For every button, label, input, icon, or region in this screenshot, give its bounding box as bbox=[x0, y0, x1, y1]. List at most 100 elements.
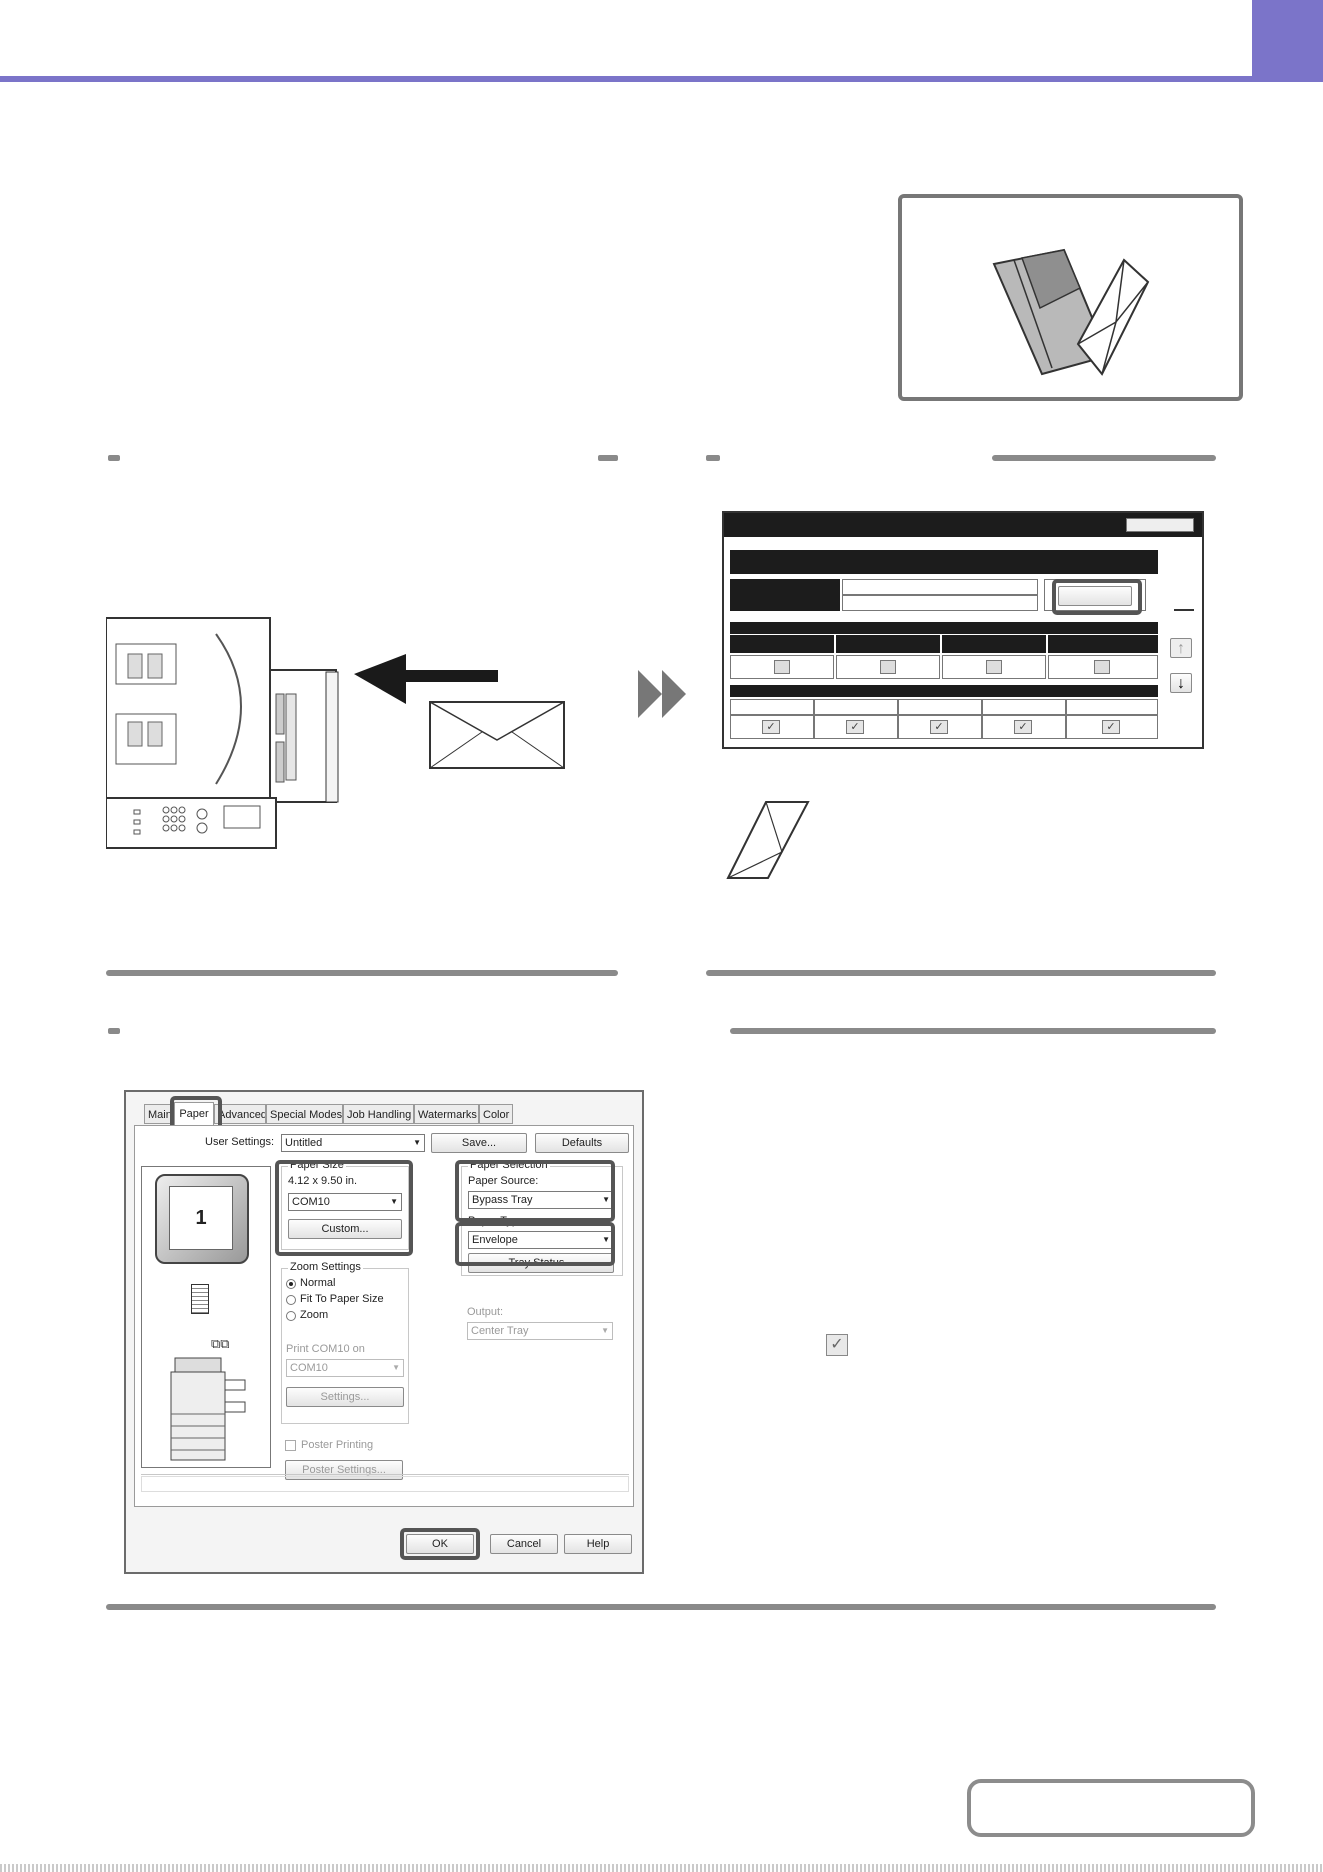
collate-icon: ⧉⧉ bbox=[211, 1336, 230, 1351]
page-preview: 1 bbox=[155, 1174, 249, 1264]
section-marker bbox=[108, 455, 120, 461]
poster-printing-label: Poster Printing bbox=[301, 1439, 374, 1451]
checkmark-icon[interactable]: ✓ bbox=[762, 720, 780, 734]
touch-panel-screen: ↑ ↓ ✓ ✓ ✓ ✓ ✓ bbox=[722, 511, 1204, 749]
panel-row-cell bbox=[982, 699, 1066, 715]
zoom-settings-title: Zoom Settings bbox=[288, 1261, 363, 1273]
ok-button-highlight bbox=[400, 1528, 480, 1560]
panel-row-cell bbox=[730, 699, 814, 715]
panel-checkbox[interactable] bbox=[1094, 660, 1110, 674]
tab-color[interactable]: Color bbox=[479, 1104, 513, 1124]
paper-type-select[interactable]: Envelope bbox=[468, 1231, 614, 1249]
panel-value-cell bbox=[842, 595, 1038, 611]
page-preview-sheet: 1 bbox=[169, 1186, 233, 1250]
tab-advanced[interactable]: Advanced bbox=[214, 1104, 266, 1124]
paper-source-select[interactable]: Bypass Tray bbox=[468, 1191, 614, 1209]
arrow-left-icon bbox=[106, 614, 107, 615]
checkmark-icon[interactable]: ✓ bbox=[846, 720, 864, 734]
paper-source-highlight bbox=[455, 1160, 615, 1222]
zoom-normal-label: Normal bbox=[300, 1277, 336, 1289]
paper-type-highlight bbox=[455, 1222, 615, 1266]
paper-source-label: Paper Source: bbox=[468, 1175, 539, 1187]
save-button[interactable]: Save... bbox=[431, 1133, 527, 1153]
panel-title-bar bbox=[724, 513, 1202, 537]
contents-button[interactable] bbox=[967, 1779, 1255, 1837]
panel-row-cell bbox=[814, 699, 898, 715]
tab-paper[interactable]: Paper bbox=[174, 1102, 214, 1126]
output-label: Output: bbox=[467, 1306, 504, 1318]
chapter-tab bbox=[1252, 0, 1323, 78]
zoom-fit-radio[interactable] bbox=[286, 1295, 296, 1305]
panel-checkbox[interactable] bbox=[774, 660, 790, 674]
panel-side-mark bbox=[1174, 609, 1194, 611]
user-settings-select[interactable]: Untitled bbox=[281, 1134, 425, 1152]
poster-settings-button[interactable]: Poster Settings... bbox=[285, 1460, 403, 1480]
tab-main[interactable]: Main bbox=[144, 1104, 174, 1124]
panel-section-bar bbox=[730, 685, 1158, 697]
poster-printing-checkbox[interactable] bbox=[285, 1440, 296, 1451]
checkmark-icon[interactable]: ✓ bbox=[1102, 720, 1120, 734]
machine-illustration bbox=[105, 614, 576, 854]
ok-button[interactable]: OK bbox=[406, 1534, 474, 1554]
user-settings-label: User Settings: bbox=[205, 1136, 275, 1148]
zoom-settings-group: Zoom Settings Normal Fit To Paper Size Z… bbox=[281, 1261, 409, 1424]
panel-col-header bbox=[1048, 635, 1158, 653]
checkmark-icon[interactable]: ✓ bbox=[930, 720, 948, 734]
paper-selection-group: Paper Selection Paper Source: Bypass Tra… bbox=[461, 1159, 623, 1276]
zoom-fit-label: Fit To Paper Size bbox=[300, 1293, 384, 1305]
tab-job-handling[interactable]: Job Handling bbox=[343, 1104, 414, 1124]
print-on-select[interactable]: COM10 bbox=[286, 1359, 404, 1377]
panel-row-cell bbox=[1066, 699, 1158, 715]
scroll-up-button[interactable]: ↑ bbox=[1170, 638, 1192, 658]
custom-size-button[interactable]: Custom... bbox=[288, 1219, 402, 1239]
panel-col-header bbox=[942, 635, 1046, 653]
tab-watermarks[interactable]: Watermarks bbox=[414, 1104, 479, 1124]
output-select[interactable]: Center Tray bbox=[467, 1322, 613, 1340]
paper-size-highlight bbox=[275, 1160, 413, 1256]
printer-machine-icon bbox=[105, 617, 498, 849]
header-rule bbox=[0, 76, 1323, 82]
envelope-preview-icon bbox=[191, 1284, 209, 1314]
print-on-label: Print COM10 on bbox=[286, 1343, 365, 1355]
panel-checkbox[interactable] bbox=[986, 660, 1002, 674]
checkmark-icon: ✓ bbox=[826, 1334, 848, 1356]
page-bottom-edge bbox=[0, 1864, 1323, 1872]
zoom-normal-radio[interactable] bbox=[286, 1279, 296, 1289]
paper-size-group: Paper Size 4.12 x 9.50 in. COM10 Custom.… bbox=[281, 1159, 409, 1250]
panel-heading-bar bbox=[730, 550, 1158, 574]
section-rule bbox=[706, 970, 1216, 976]
envelope-icon bbox=[429, 701, 565, 769]
panel-checkbox[interactable] bbox=[880, 660, 896, 674]
cancel-button[interactable]: Cancel bbox=[490, 1534, 558, 1554]
envelope-icon bbox=[992, 248, 1150, 376]
section-rule bbox=[992, 455, 1216, 461]
help-button[interactable]: Help bbox=[564, 1534, 632, 1554]
zoom-zoom-label: Zoom bbox=[300, 1309, 329, 1321]
panel-row-cell bbox=[898, 699, 982, 715]
section-rule bbox=[730, 1028, 1216, 1034]
section-rule bbox=[106, 970, 618, 976]
printer-properties-dialog: Main Paper Advanced Special Modes Job Ha… bbox=[124, 1090, 644, 1574]
panel-value-cell bbox=[842, 579, 1038, 595]
panel-option-button[interactable] bbox=[1058, 586, 1132, 606]
section-marker bbox=[706, 455, 720, 461]
pane-bottom-divider bbox=[141, 1474, 629, 1475]
zoom-zoom-radio[interactable] bbox=[286, 1311, 296, 1321]
pane-status-strip bbox=[141, 1476, 629, 1492]
checkmark-icon[interactable]: ✓ bbox=[1014, 720, 1032, 734]
panel-col-header bbox=[730, 635, 834, 653]
zoom-settings-button[interactable]: Settings... bbox=[286, 1387, 404, 1407]
panel-label-cell bbox=[730, 579, 840, 611]
tab-special-modes[interactable]: Special Modes bbox=[266, 1104, 343, 1124]
paper-size-select[interactable]: COM10 bbox=[288, 1193, 402, 1211]
panel-option-highlight bbox=[1052, 579, 1142, 615]
double-arrow-icon bbox=[638, 670, 686, 718]
envelope-icon bbox=[726, 801, 810, 879]
panel-top-button[interactable] bbox=[1126, 518, 1194, 532]
defaults-button[interactable]: Defaults bbox=[535, 1133, 629, 1153]
section-rule bbox=[106, 1604, 1216, 1610]
envelope-figure-box bbox=[898, 194, 1243, 401]
scroll-down-button[interactable]: ↓ bbox=[1170, 673, 1192, 693]
section-marker bbox=[598, 455, 618, 461]
section-marker bbox=[108, 1028, 120, 1034]
